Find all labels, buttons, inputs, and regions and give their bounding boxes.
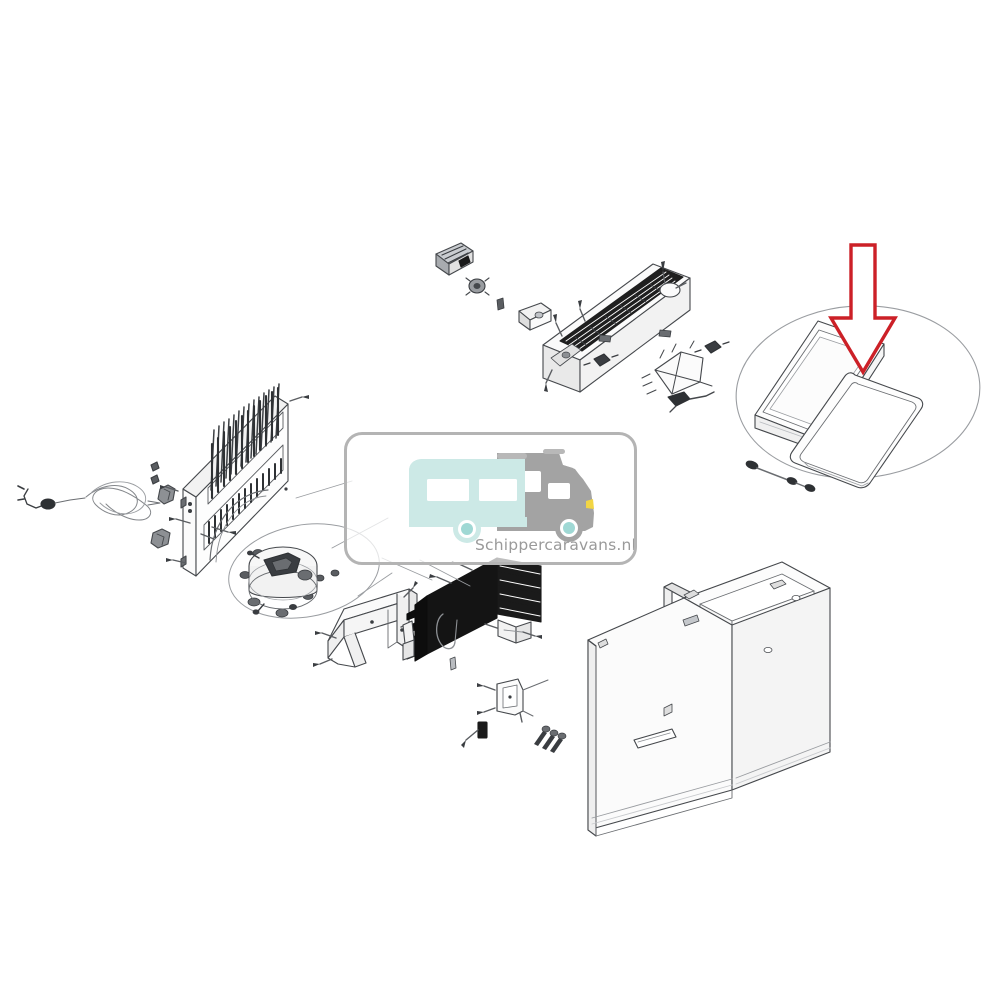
mounting-bracket-frame-part: [313, 581, 418, 668]
back-grille-panel-part: [160, 383, 309, 577]
watermark-text: Schippercaravans.nl: [475, 536, 637, 554]
compressor-detail-callout: [228, 523, 380, 619]
parts-linework: [17, 242, 981, 837]
caravan-logo-icon: [409, 449, 594, 543]
condenser-module-part: [542, 261, 730, 393]
top-small-parts-group: [435, 242, 552, 331]
grille-clip-parts: [150, 461, 176, 549]
small-parts-group: [449, 656, 567, 753]
wire-harness-part: [641, 340, 715, 413]
highlight-arrow: [828, 243, 898, 376]
lid-frame-lower: [789, 372, 924, 489]
hinge-pin: [745, 460, 816, 492]
watermark-panel: Schippercaravans.nl: [344, 432, 637, 565]
evaporator-block-part: [402, 557, 542, 662]
caravan-shape: [409, 459, 527, 543]
cabinet-box-part: [587, 561, 831, 837]
power-cord-part: [17, 481, 161, 521]
